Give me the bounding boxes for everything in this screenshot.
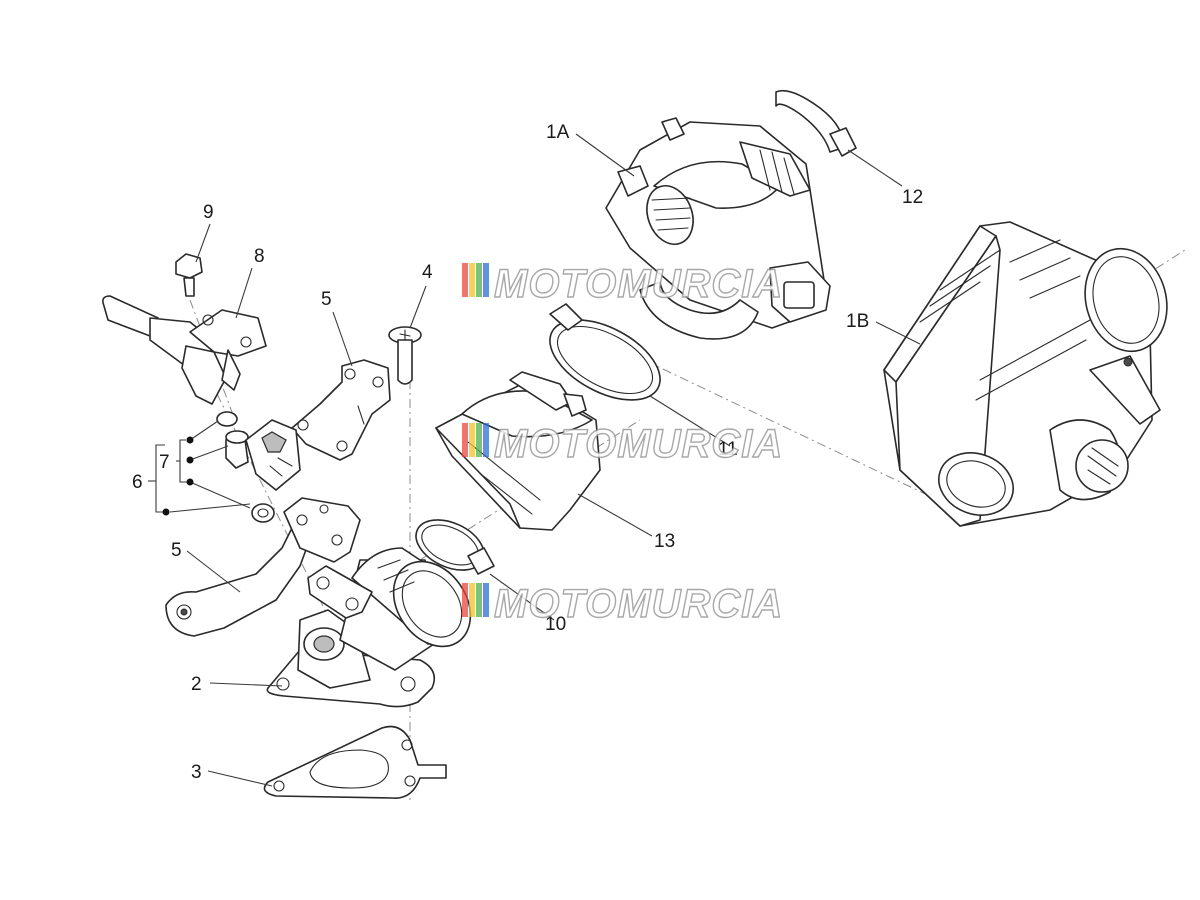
upper-bracket-part <box>291 359 391 461</box>
adapter-part <box>435 371 601 531</box>
leader-lines <box>148 133 921 787</box>
watermark-color-bar <box>462 423 468 457</box>
callout-3: 3 <box>191 762 202 783</box>
watermark-color-bar <box>476 423 482 457</box>
watermark-text-top: MOTOMURCIA <box>494 262 783 306</box>
sensor-bracket-part <box>102 295 267 405</box>
throttle-body-1b-part <box>883 221 1168 527</box>
callout-7: 7 <box>159 452 170 473</box>
callout-2: 2 <box>191 674 202 695</box>
callout-1b: 1B <box>846 311 869 332</box>
watermark-middle: MOTOMURCIA <box>462 421 783 467</box>
watermark-color-bar <box>476 583 482 617</box>
sensor-assembly-part <box>216 411 301 523</box>
gasket-part <box>263 725 447 799</box>
screw-part <box>388 326 422 385</box>
throttle-body-1a-part <box>605 117 831 340</box>
lower-bracket-part <box>165 497 361 637</box>
bolt-part <box>175 253 203 297</box>
watermark-color-bar <box>462 263 468 297</box>
watermark-color-bar <box>469 263 475 297</box>
watermark-color-bar <box>469 423 475 457</box>
lower-clamp-part <box>415 519 495 575</box>
upper-clamp-part <box>549 303 661 401</box>
callout-6: 6 <box>132 472 143 493</box>
callout-13: 13 <box>654 531 675 552</box>
watermark-text-middle: MOTOMURCIA <box>494 422 783 466</box>
watermark-bottom: MOTOMURCIA <box>462 581 783 627</box>
callout-12: 12 <box>902 187 923 208</box>
callout-1a: 1A <box>546 122 570 143</box>
intake-manifold-part <box>266 547 472 708</box>
watermark-color-bar <box>483 583 489 617</box>
callout-10: 10 <box>545 614 566 635</box>
callout-labels: 1A 1B 2 3 4 5 5 6 7 8 9 10 11 12 13 <box>132 122 923 783</box>
top-clamp-part <box>775 89 857 157</box>
callout-11: 11 <box>718 439 738 460</box>
watermark-color-bar <box>483 263 489 297</box>
callout-9: 9 <box>203 202 214 223</box>
watermark-color-bar <box>462 583 468 617</box>
watermark-top: MOTOMURCIA <box>462 261 783 307</box>
watermark-color-bar <box>476 263 482 297</box>
callout-5-upper: 5 <box>321 289 332 310</box>
watermark-text-bottom: MOTOMURCIA <box>494 582 783 626</box>
callout-5-lower: 5 <box>171 540 182 561</box>
callout-8: 8 <box>254 246 265 267</box>
watermark-color-bar <box>469 583 475 617</box>
watermark-color-bar <box>483 423 489 457</box>
callout-4: 4 <box>422 262 433 283</box>
